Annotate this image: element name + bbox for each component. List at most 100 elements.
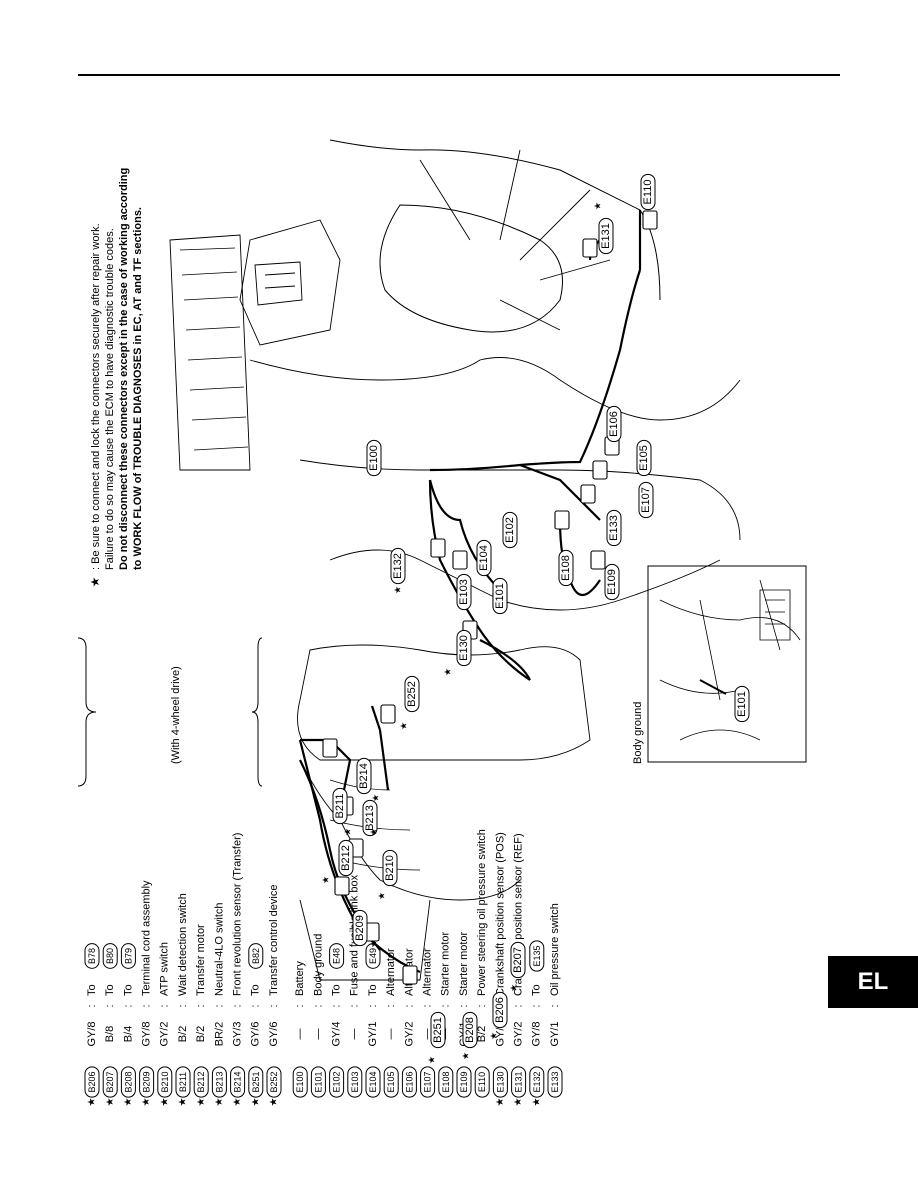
legend-row-E105: E105—:Alternator (383, 948, 399, 1098)
legend-wire: GY/8 (531, 1021, 543, 1046)
legend-desc: Oil pressure switch (549, 903, 561, 996)
legend-wire: GY/6 (250, 1021, 262, 1046)
legend-ref-B80: B80 (102, 943, 118, 969)
inset-fusebox (759, 589, 791, 641)
star-mark: ★ (508, 984, 518, 992)
legend-wire: B/4 (122, 1026, 134, 1043)
legend-desc: Starter motor (458, 931, 470, 996)
callout-E132: E132 (390, 547, 406, 585)
legend-colon: : (312, 1004, 324, 1007)
star-mark: ★ (398, 722, 408, 730)
legend-desc: To (250, 984, 262, 996)
legend-desc: Battery (294, 961, 306, 996)
legend-wire: — (422, 1029, 434, 1040)
intake-runners (179, 247, 249, 451)
legend-id-B211-text: B211 (178, 1072, 188, 1092)
section-tab: EL (828, 956, 918, 1008)
legend-ref-B82-text: B82 (251, 948, 261, 964)
star-mark: ★ (426, 1056, 436, 1064)
legend-colon: : (250, 1004, 262, 1007)
engine-illustration (169, 139, 807, 985)
legend-star: ★ (141, 1097, 152, 1106)
legend-colon: : (268, 1004, 280, 1007)
legend-colon: : (177, 1004, 189, 1007)
legend-id-E106-text: E106 (404, 1071, 414, 1092)
legend-colon: : (367, 1004, 379, 1007)
star-mark: ★ (376, 892, 386, 900)
legend-wire: GY/2 (513, 1021, 525, 1046)
connector-body (554, 510, 570, 530)
legend-id-B210-text: B210 (160, 1071, 170, 1092)
callout-E105: E105 (636, 439, 652, 477)
callout-E131-text: E131 (600, 223, 612, 249)
legend-colon: : (122, 1004, 134, 1007)
legend-id-B251-text: B251 (251, 1071, 261, 1092)
legend-colon: : (331, 1004, 343, 1007)
legend-star: ★ (269, 1097, 280, 1106)
callout-E131: E131 (598, 217, 614, 255)
legend-wire: B/2 (195, 1026, 207, 1043)
callout-E101: E101 (492, 577, 508, 615)
legend-row-B211: ★ B211 B/2: Wait detection switch (175, 893, 191, 1106)
callout-E132-text: E132 (392, 553, 404, 579)
legend-id-E104: E104 (365, 1066, 381, 1098)
callout-B211: B211 (332, 787, 348, 825)
star-mark: ★ (320, 876, 330, 884)
legend-star: ★ (178, 1097, 189, 1106)
legend-desc: To (122, 984, 134, 996)
legend-id-B210: B210 (157, 1066, 173, 1098)
legend-id-E109-text: E109 (459, 1071, 469, 1092)
connector-body (430, 538, 446, 558)
callout-E133: E133 (606, 509, 622, 547)
legend-colon: : (86, 1004, 98, 1007)
legend-id-E107: E107 (420, 1066, 436, 1098)
legend-star: ★ (531, 1097, 542, 1106)
callout-B211-text: B211 (334, 794, 346, 819)
legend-id-B207-text: B207 (105, 1071, 115, 1092)
legend-id-B214: B214 (230, 1066, 246, 1098)
callout-E108: E108 (558, 549, 574, 587)
callout-B207-text: B207 (512, 947, 524, 973)
legend-wire: — (294, 1029, 306, 1040)
pulley (254, 261, 303, 306)
legend-id-E103: E103 (347, 1066, 363, 1098)
callout-B252-text: B252 (406, 681, 418, 707)
legend-ref-B79-text: B79 (123, 948, 133, 964)
legend-ref-B78: B78 (84, 943, 100, 969)
legend-id-B252-text: B252 (269, 1071, 279, 1092)
legend-id-E105: E105 (383, 1066, 399, 1098)
block-outline (299, 459, 741, 541)
callout-B212-text: B212 (340, 845, 352, 871)
legend-id-E103-text: E103 (350, 1071, 360, 1092)
legend-wire: B/2 (476, 1026, 488, 1043)
top-rule (78, 74, 840, 76)
inset-frame (647, 565, 807, 763)
legend-wire: B/2 (177, 1026, 189, 1043)
legend-ref-E48-text: E48 (332, 948, 342, 964)
legend-row-E100: E100—:Battery (292, 961, 308, 1098)
legend-desc: To (367, 984, 379, 996)
head-outline (249, 357, 741, 421)
callout-E100: E100 (366, 439, 382, 477)
legend-desc: Transfer control device (268, 885, 280, 996)
legend-ref-B80-text: B80 (105, 948, 115, 964)
connector-legend: ★B206GY/8:ToB78★B207B/8:ToB80★B208B/4:To… (77, 637, 563, 1106)
legend-wire: GY/1 (549, 1021, 561, 1046)
legend-ref-E135: E135 (529, 940, 545, 972)
legend-desc: To (86, 984, 98, 996)
connector-body (452, 550, 468, 570)
legend-id-E100-text: E100 (295, 1071, 305, 1092)
legend-id-B208: B208 (120, 1066, 136, 1098)
legend-desc: To (531, 984, 543, 996)
legend-id-E100: E100 (292, 1066, 308, 1098)
legend-desc: Wait detection switch (177, 893, 189, 996)
legend-id-B212-text: B212 (196, 1071, 206, 1092)
legend-wire: — (385, 1029, 397, 1040)
legend-ref-B78-text: B78 (87, 948, 97, 964)
legend-id-E110: E110 (474, 1066, 490, 1098)
notes-line2: Failure to do so may cause the ECM to ha… (104, 228, 116, 570)
